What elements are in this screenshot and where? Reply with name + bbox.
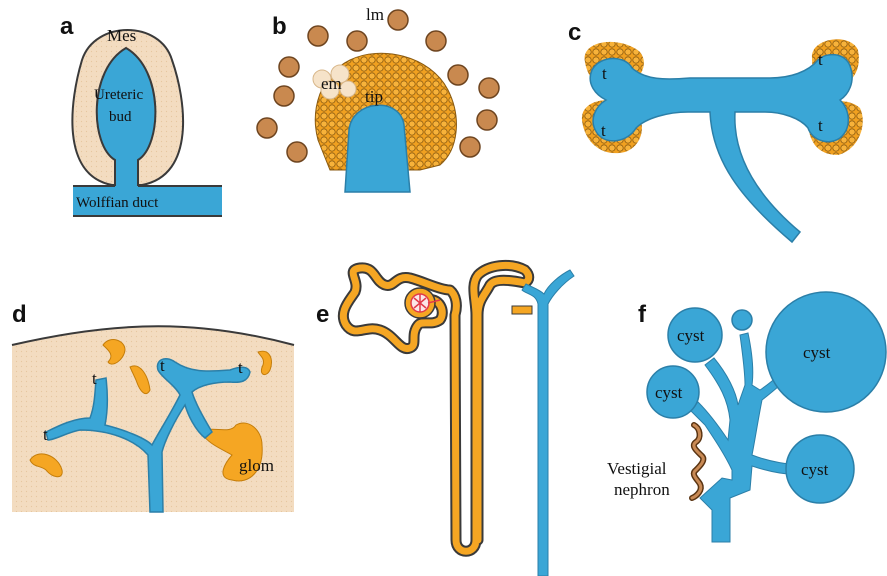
- label-ureteric: Ureteric: [94, 87, 143, 103]
- label-t-c4: t: [818, 116, 823, 135]
- ureteric-tip: [345, 105, 410, 192]
- label-t-c2: t: [601, 121, 606, 140]
- label-mes: Mes: [107, 26, 136, 45]
- panel-c: c t t t t: [568, 19, 863, 242]
- label-cyst-3: cyst: [655, 383, 683, 402]
- label-vestigial: Vestigial: [607, 459, 667, 478]
- label-glom: glom: [239, 456, 274, 475]
- label-wolffian-duct: Wolffian duct: [76, 195, 159, 211]
- label-bud: bud: [109, 109, 132, 125]
- label-t-d2: t: [160, 356, 165, 375]
- label-t-c3: t: [818, 50, 823, 69]
- label-nephron: nephron: [614, 480, 670, 499]
- label-cyst-1: cyst: [677, 326, 705, 345]
- panel-d: d t t t t glom: [12, 301, 294, 512]
- panel-letter-e: e: [316, 301, 329, 328]
- label-t-c1: t: [602, 64, 607, 83]
- label-tip: tip: [365, 87, 383, 106]
- panel-f: f cyst cyst cyst cyst Vestigial nephron: [607, 292, 886, 542]
- panel-letter-b: b: [272, 13, 287, 40]
- panel-letter-a: a: [60, 13, 74, 40]
- label-cyst-2: cyst: [803, 343, 831, 362]
- panel-letter-f: f: [638, 301, 647, 328]
- panel-letter-d: d: [12, 301, 27, 328]
- label-t-d4: t: [43, 425, 48, 444]
- panel-e: e: [316, 265, 574, 576]
- label-cyst-4: cyst: [801, 460, 829, 479]
- label-em: em: [321, 74, 342, 93]
- panel-letter-c: c: [568, 19, 581, 46]
- collecting-duct: [522, 270, 574, 576]
- label-lm: lm: [366, 5, 384, 24]
- panel-a: a Mes Ureteric bud Wolffian duct: [60, 13, 222, 216]
- cyst-small-stalk: [732, 310, 752, 330]
- panel-b: b lm em tip: [257, 5, 499, 192]
- connecting-tubule-stub: [512, 306, 532, 314]
- nephron-tubule: [343, 265, 528, 551]
- label-t-d1: t: [92, 369, 97, 388]
- label-t-d3: t: [238, 358, 243, 377]
